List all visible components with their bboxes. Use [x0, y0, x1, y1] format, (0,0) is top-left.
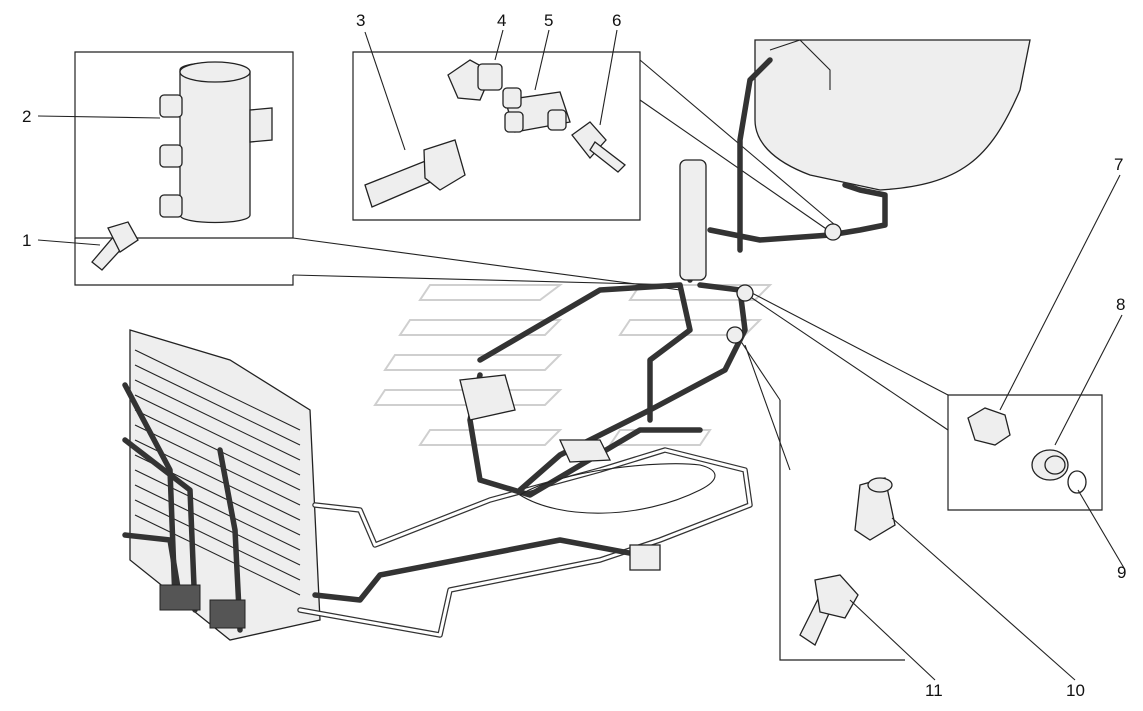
- inset-frame-bottom: [779, 400, 905, 661]
- callout-11: 11: [925, 681, 943, 700]
- part-1-hose-fitting: [91, 221, 139, 271]
- callout-7: 7: [1114, 155, 1123, 174]
- pipe-network: [297, 57, 888, 638]
- part-2-manifold: [159, 61, 273, 224]
- part-4-elbow-fitting: [447, 59, 503, 101]
- callout-5: 5: [544, 11, 553, 30]
- part-10-tee-union: [854, 477, 896, 541]
- part-6-union-nut: [571, 121, 626, 173]
- part-3-banjo-bolt: [364, 139, 466, 208]
- oil-tank: [754, 39, 1031, 191]
- part-11-bolt: [799, 574, 859, 646]
- callout-1: 1: [22, 231, 31, 250]
- callout-8: 8: [1116, 295, 1125, 314]
- callout-9: 9: [1117, 563, 1126, 582]
- part-8-plug: [1031, 449, 1069, 481]
- part-9-o-ring: [1067, 470, 1087, 494]
- callout-6: 6: [612, 11, 621, 30]
- inset-frame-right: [947, 394, 1103, 511]
- callout-2: 2: [22, 107, 31, 126]
- callout-3: 3: [356, 11, 365, 30]
- oil-cooler-radiator: [122, 329, 321, 641]
- callout-leaders: [37, 29, 1125, 681]
- part-7-nut: [967, 407, 1011, 446]
- part-5-tee-fitting: [502, 87, 571, 133]
- callout-10: 10: [1066, 681, 1085, 700]
- callout-4: 4: [497, 11, 506, 30]
